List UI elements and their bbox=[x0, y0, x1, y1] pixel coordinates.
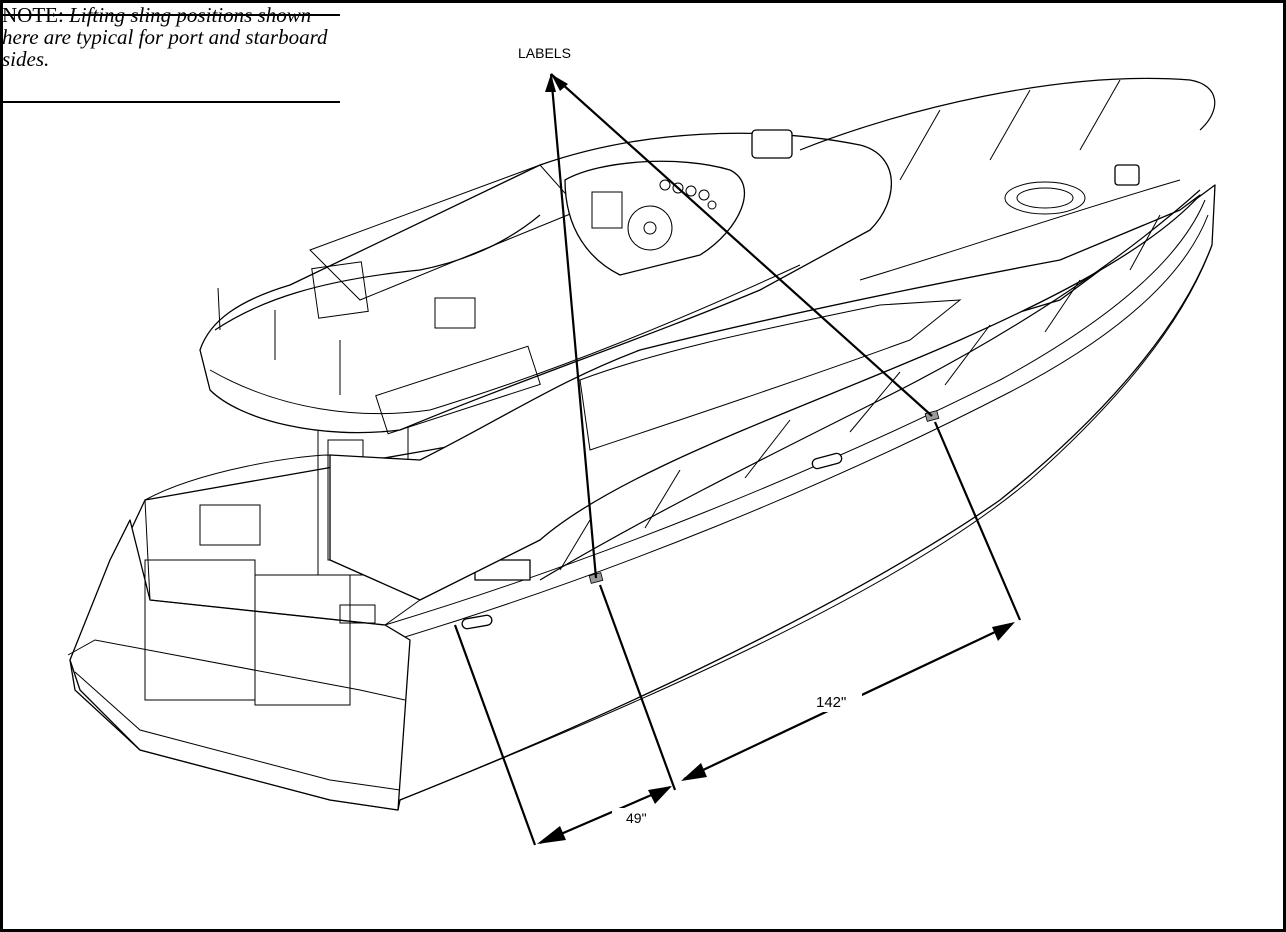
labels-callout-text: LABELS bbox=[518, 45, 571, 61]
arrow-49-aft bbox=[537, 826, 566, 844]
radar-dome bbox=[751, 129, 793, 159]
aft-cleat bbox=[461, 614, 493, 630]
dim-49-bg bbox=[612, 808, 646, 828]
arrow-142-fwd bbox=[992, 622, 1015, 641]
boat-illustration bbox=[67, 77, 1216, 811]
flybridge-chair bbox=[434, 297, 476, 329]
arrow-49-fwd bbox=[648, 786, 672, 804]
transom-step bbox=[74, 671, 401, 791]
extension-fwd-sling bbox=[933, 421, 1022, 621]
cabin-window bbox=[579, 299, 962, 451]
keel-line bbox=[399, 244, 1213, 801]
side-rail bbox=[539, 189, 1201, 581]
deck-hatch bbox=[1004, 181, 1086, 215]
flybridge-cushion bbox=[311, 261, 369, 319]
helm-gauges bbox=[659, 179, 717, 210]
bow-rail bbox=[799, 77, 1216, 151]
labels-leaders bbox=[545, 73, 933, 579]
cockpit-seat bbox=[199, 504, 261, 546]
transom-panel-right bbox=[254, 574, 351, 706]
flybridge-seat bbox=[375, 345, 541, 435]
steering-wheel bbox=[627, 205, 673, 251]
note-rule-bottom bbox=[2, 101, 340, 103]
deck-hatch-inner bbox=[1016, 187, 1074, 209]
note-box: NOTE: Lifting sling positions shown here… bbox=[2, 4, 338, 70]
leader-to-fwd-label bbox=[550, 73, 933, 417]
note-rule-top bbox=[2, 14, 340, 16]
dim-142-bg bbox=[812, 692, 862, 712]
note-heading: NOTE: bbox=[2, 3, 64, 27]
transom bbox=[69, 519, 411, 811]
rail-stanchions bbox=[217, 79, 1161, 571]
bow-fitting bbox=[1114, 164, 1140, 186]
extension-aft-sling bbox=[598, 584, 677, 791]
extension-transom bbox=[453, 624, 537, 846]
rub-rail bbox=[394, 214, 1209, 641]
cabin-superstructure bbox=[329, 194, 1201, 601]
hardtop-edge bbox=[209, 264, 801, 415]
leader-arrowhead bbox=[545, 74, 556, 92]
leader-to-aft-label bbox=[549, 73, 598, 579]
dimension-49-text: 49" bbox=[626, 810, 647, 826]
gunwale-line bbox=[384, 199, 1206, 626]
dimension-lines bbox=[453, 421, 1022, 846]
cockpit-hatch bbox=[339, 604, 376, 624]
swim-platform bbox=[67, 639, 406, 701]
arrow-142-aft bbox=[681, 763, 707, 781]
flybridge-rail bbox=[214, 214, 541, 331]
dimension-142-text: 142" bbox=[816, 694, 846, 711]
mid-cleat bbox=[811, 452, 843, 470]
helm-console bbox=[564, 160, 746, 276]
note-text: Lifting sling positions shown here are t… bbox=[2, 3, 328, 71]
foredeck-line bbox=[859, 179, 1181, 281]
helm-display bbox=[591, 191, 623, 229]
